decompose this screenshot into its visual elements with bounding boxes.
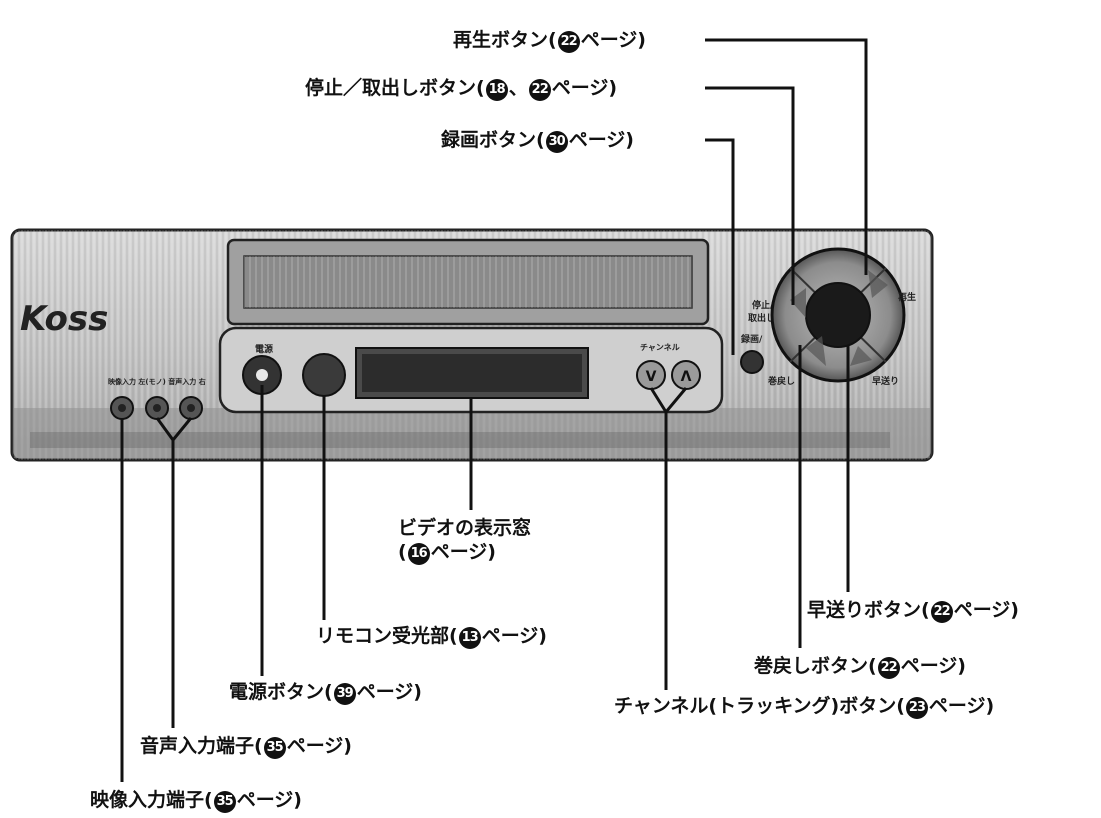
leader-play — [705, 38, 868, 275]
page-number-badge: 23 — [905, 697, 928, 719]
power-label: 電源 — [255, 343, 273, 355]
brand-logo: Koss — [20, 299, 108, 339]
leader-stop — [705, 86, 795, 305]
leader-lines — [120, 38, 868, 782]
audio-input-jack-left[interactable] — [145, 396, 169, 420]
svg-text:Λ: Λ — [681, 369, 692, 385]
svg-text:取出し: 取出し — [748, 312, 775, 324]
display-window — [355, 347, 589, 399]
page-number-badge: 22 — [930, 601, 953, 623]
svg-text:V: V — [646, 369, 657, 385]
record-button[interactable] — [740, 350, 764, 374]
page-number-badge: 35 — [263, 737, 286, 759]
front-input-labels: 映像入力 左(モノ) 音声入力 右 — [108, 377, 206, 386]
video-input-jack[interactable] — [110, 396, 134, 420]
stop-eject-panel-label: 停止/ — [752, 299, 774, 311]
channel-label: チャンネル — [640, 342, 680, 352]
leader-record — [705, 138, 735, 355]
stop-eject-button[interactable] — [790, 288, 806, 318]
audio-input-jack-right[interactable] — [179, 396, 203, 420]
page-number-badge: 22 — [877, 657, 900, 679]
page-number-badge: 18 — [485, 79, 508, 101]
record-label: 録画/ — [741, 333, 763, 345]
ffwd-panel-label: 早送り — [872, 375, 899, 387]
ffwd-button[interactable] — [850, 346, 872, 366]
play-panel-label: 再生 — [898, 291, 916, 303]
rewind-panel-label: 巻戻し — [767, 375, 795, 387]
channel-up-button[interactable]: Λ — [671, 360, 701, 390]
page-number-badge: 22 — [528, 79, 551, 101]
page-number-badge: 22 — [557, 31, 580, 53]
cassette-door — [226, 238, 710, 326]
rewind-button[interactable] — [806, 336, 826, 366]
remote-sensor — [302, 353, 346, 397]
page-number-badge: 16 — [407, 543, 430, 565]
play-button[interactable] — [868, 270, 888, 298]
page-number-badge: 13 — [458, 627, 481, 649]
page-number-badge: 35 — [213, 791, 236, 813]
page-number-badge: 30 — [545, 131, 568, 153]
page-number-badge: 39 — [333, 683, 356, 705]
channel-down-button[interactable]: V — [636, 360, 666, 390]
